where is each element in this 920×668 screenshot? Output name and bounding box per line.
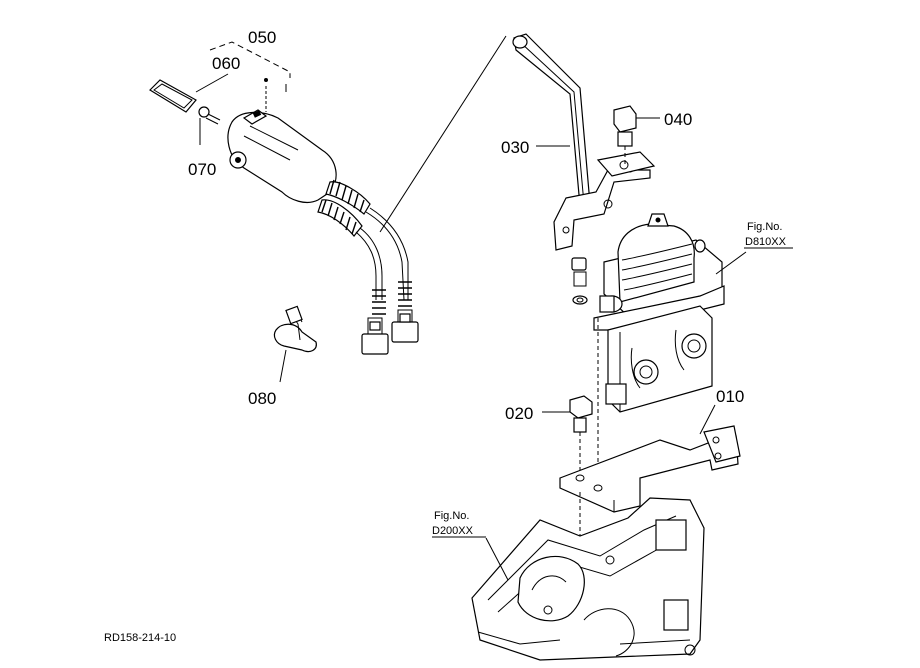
control-valve bbox=[593, 213, 725, 413]
label-080: 080 bbox=[248, 389, 276, 408]
lever-assembly-050 bbox=[149, 41, 419, 355]
transmission-housing bbox=[471, 497, 705, 661]
cable-end-right bbox=[391, 281, 419, 343]
clip-080 bbox=[273, 305, 317, 383]
leader-fig-d200 bbox=[485, 537, 509, 581]
bolt-040 bbox=[613, 105, 637, 165]
drawing-id: RD158-214-10 bbox=[104, 632, 176, 644]
leader-fig-d810 bbox=[715, 251, 747, 275]
label-010: 010 bbox=[716, 387, 744, 406]
screw-070 bbox=[198, 106, 221, 145]
label-030: 030 bbox=[501, 138, 529, 157]
bracket-010 bbox=[559, 425, 741, 513]
bolt-020 bbox=[569, 395, 593, 480]
label-040: 040 bbox=[664, 110, 692, 129]
cable-end-left bbox=[361, 289, 389, 355]
cable-boot-lower bbox=[317, 199, 363, 237]
label-050: 050 bbox=[248, 28, 276, 47]
fig-ref-d200-title: Fig.No. bbox=[434, 510, 469, 522]
label-070: 070 bbox=[188, 160, 216, 179]
cable-boot-upper bbox=[325, 179, 371, 215]
fig-ref-d810-code: D810XX bbox=[745, 236, 787, 248]
label-060: 060 bbox=[212, 54, 240, 73]
fig-ref-d200-code: D200XX bbox=[432, 525, 474, 537]
lever-030 bbox=[512, 33, 656, 251]
cap-060 bbox=[149, 79, 197, 113]
label-020: 020 bbox=[505, 404, 533, 423]
fig-ref-d810-title: Fig.No. bbox=[747, 221, 782, 233]
leader-010 bbox=[699, 404, 716, 435]
screw-and-washer bbox=[571, 257, 588, 305]
